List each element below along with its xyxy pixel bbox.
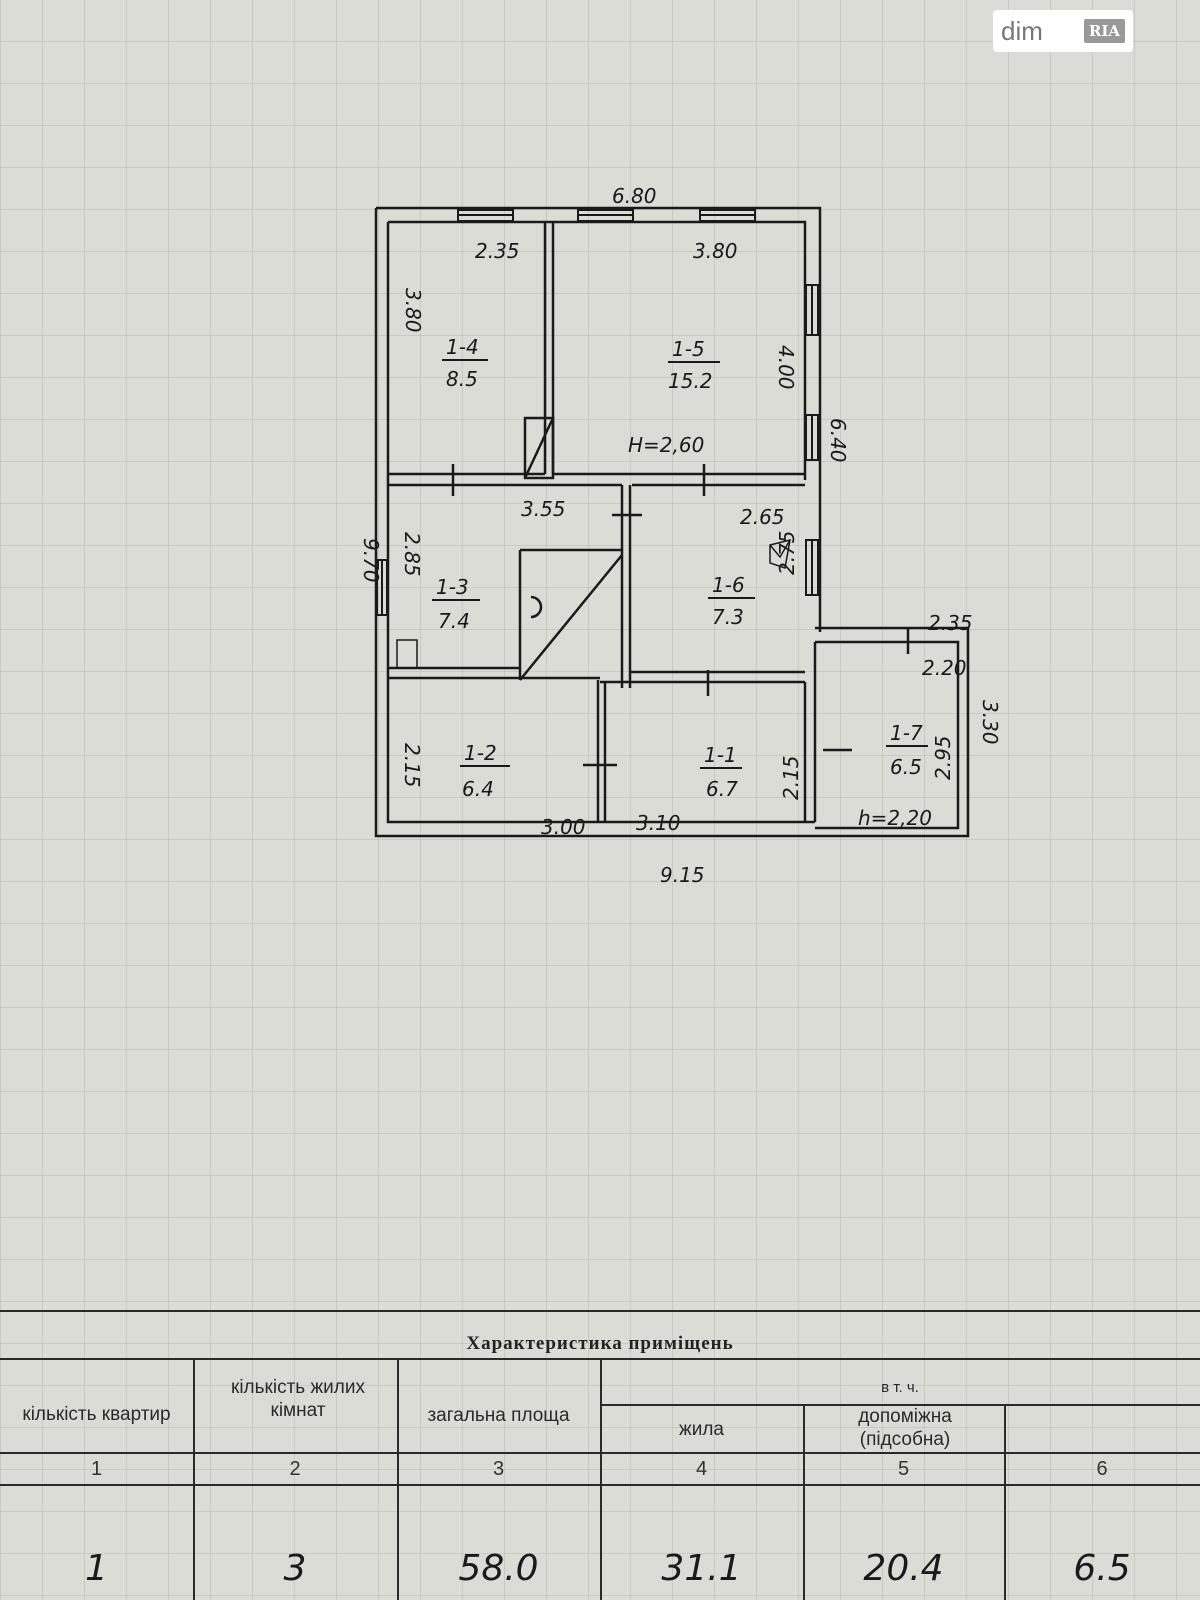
dim-left-total: 9.70 (359, 538, 383, 583)
room-area: 6.4 (462, 777, 494, 801)
header-total-area: загальна площа (427, 1405, 570, 1426)
col-number: 2 (289, 1458, 301, 1480)
dim-r7-height: 2.95 (931, 735, 955, 780)
dim-r5-height: 4.00 (774, 345, 798, 390)
dim-right-upper: 6.40 (826, 418, 850, 463)
table-title: Характеристика приміщень (466, 1333, 734, 1354)
group-header: в т. ч. (881, 1379, 919, 1396)
logo-ria-text: RIA (1083, 19, 1125, 43)
room-labels: 1-4 8.5 1-5 15.2 1-3 7.4 1-6 7.3 1-2 6.4… (432, 335, 928, 801)
outer-walls (374, 206, 970, 838)
dim-r6-height: 2.75 (775, 530, 799, 575)
value-auxiliary-area: 20.4 (863, 1548, 944, 1589)
interior-walls (388, 222, 910, 822)
room-id: 1-1 (704, 743, 737, 767)
col-number: 4 (695, 1458, 708, 1480)
dim-r5-width: 3.80 (693, 239, 738, 263)
ceiling-height-main: H=2,60 (628, 433, 704, 457)
dim-ria-logo: dim RIA (993, 10, 1133, 52)
dim-r2-width: 3.00 (541, 815, 586, 839)
dim-annex-top: 2.35 (928, 611, 973, 635)
dim-r4-height: 3.80 (401, 288, 425, 333)
dim-r3-height: 2.85 (400, 532, 424, 577)
dim-annex-right: 3.30 (978, 700, 1002, 745)
logo-dim-text: dim (1001, 15, 1043, 46)
header-living-rooms: кількість жилих кімнат (231, 1377, 365, 1421)
room-id: 1-3 (436, 575, 469, 599)
dim-r1-width: 3.10 (636, 811, 681, 835)
dim-r1-height: 2.15 (779, 755, 803, 800)
premises-characteristics-table: Характеристика приміщень в т. ч. кількіс… (0, 1310, 1200, 1600)
floor-plan: 6.80 9.70 6.40 9.15 3.30 2.35 3.80 3.80 … (359, 184, 1002, 887)
room-area: 8.5 (446, 367, 478, 391)
header-auxiliary-area: допоміжна (підсобна) (858, 1406, 952, 1450)
header-apartments: кількість квартир (22, 1404, 171, 1425)
ceiling-height-annex: h=2,20 (858, 806, 932, 830)
room-id: 1-5 (672, 337, 705, 361)
room-id: 1-7 (890, 721, 923, 745)
room-id: 1-4 (446, 335, 479, 359)
room-area: 6.7 (706, 777, 738, 801)
dim-top-total: 6.80 (612, 184, 657, 208)
col-number: 1 (90, 1458, 103, 1480)
dim-corridor: 3.55 (521, 497, 566, 521)
room-id: 1-2 (464, 741, 497, 765)
room-area: 15.2 (668, 369, 713, 393)
dim-r6-width: 2.65 (740, 505, 785, 529)
room-area: 6.5 (890, 755, 922, 779)
value-living-area: 31.1 (661, 1548, 742, 1589)
dim-bottom-total: 9.15 (660, 863, 705, 887)
room-area: 7.3 (712, 605, 744, 629)
room-id: 1-6 (712, 573, 745, 597)
value-living-rooms: 3 (283, 1548, 307, 1589)
col-number: 6 (1096, 1458, 1108, 1480)
room-area: 7.4 (438, 609, 470, 633)
dim-r2-height: 2.15 (400, 743, 424, 788)
col-number: 3 (492, 1458, 505, 1480)
header-living-area: жила (679, 1419, 724, 1440)
dim-r4-width: 2.35 (475, 239, 520, 263)
col-number: 5 (897, 1458, 910, 1480)
dim-r7-width: 2.20 (922, 656, 967, 680)
value-apartments: 1 (85, 1548, 108, 1589)
value-col6: 6.5 (1073, 1548, 1131, 1589)
value-total-area: 58.0 (458, 1548, 539, 1589)
windows (376, 209, 819, 616)
